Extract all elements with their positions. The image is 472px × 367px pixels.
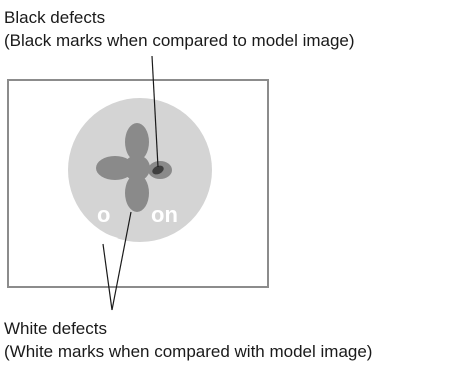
black-defects-caption: Black defects (Black marks when compared… (4, 6, 355, 52)
part-label-left: o (97, 202, 110, 227)
black-defects-title: Black defects (4, 8, 106, 27)
black-defect-mark (152, 165, 164, 175)
white-defects-title: White defects (4, 319, 107, 338)
white-defect-leader-notch (102, 243, 113, 311)
clover-mark (96, 123, 172, 212)
part-label-right: on (151, 202, 178, 227)
white-defect-notch (100, 232, 118, 243)
white-defects-description: (White marks when compared with model im… (4, 342, 373, 361)
white-defect-leader-letter (111, 211, 132, 311)
black-defect-leader (151, 55, 159, 168)
white-defects-caption: White defects (White marks when compared… (4, 317, 372, 363)
black-defects-description: (Black marks when compared to model imag… (4, 31, 355, 50)
